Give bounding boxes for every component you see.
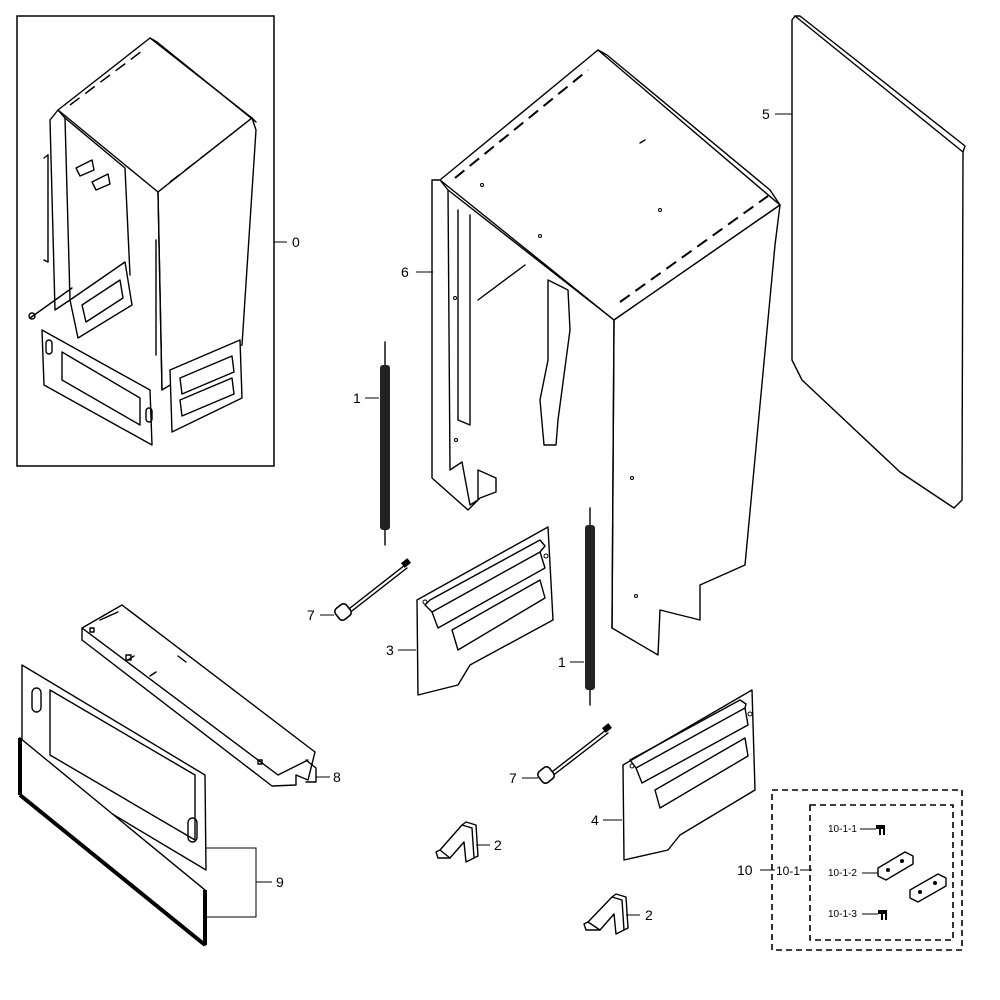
- callout-hinge-bracket-right: 2: [645, 907, 653, 923]
- hinge-bracket-right: [583, 893, 629, 935]
- callout-hardware-sub-kit: 10-1: [776, 864, 800, 878]
- callout-rear-panel: 5: [762, 106, 770, 122]
- hinge-bracket-left: [435, 821, 479, 863]
- cable-left: [333, 558, 411, 622]
- side-panel-left: [416, 526, 554, 696]
- bracket-a: [877, 851, 947, 903]
- callout-screw-b: 10-1-3: [828, 909, 857, 920]
- callout-toe-bracket: 8: [333, 769, 341, 785]
- hardware-sub-kit-box: [809, 804, 954, 941]
- spring-right: [585, 507, 595, 706]
- rear-panel: [791, 15, 966, 509]
- side-panel-right: [622, 689, 756, 861]
- kick-plate: [18, 664, 207, 947]
- callout-kick-plate: 9: [276, 874, 284, 890]
- callout-cable-right: 7: [509, 770, 517, 786]
- cabinet-wrap: [431, 49, 781, 656]
- callout-hinge-bracket-left: 2: [494, 837, 502, 853]
- callout-cable-left: 7: [307, 607, 315, 623]
- callout-leader-kick-plate: [206, 847, 272, 918]
- callout-bracket-a: 10-1-2: [828, 868, 857, 879]
- callout-spring-right: 1: [558, 654, 566, 670]
- callout-side-panel-right: 4: [591, 812, 599, 828]
- callout-side-panel-left: 3: [386, 642, 394, 658]
- assembly-inset: [16, 15, 275, 467]
- callout-screw-a: 10-1-1: [828, 824, 857, 835]
- callout-spring-left: 1: [353, 390, 361, 406]
- callout-cabinet-wrap: 6: [401, 264, 409, 280]
- screw-a: [876, 825, 885, 835]
- screw-b: [878, 910, 887, 920]
- callout-assembly: 0: [292, 234, 300, 250]
- callout-hardware-kit: 10: [737, 862, 753, 878]
- spring-left: [380, 341, 390, 546]
- cable-right: [536, 723, 612, 785]
- toe-bracket: [81, 604, 317, 787]
